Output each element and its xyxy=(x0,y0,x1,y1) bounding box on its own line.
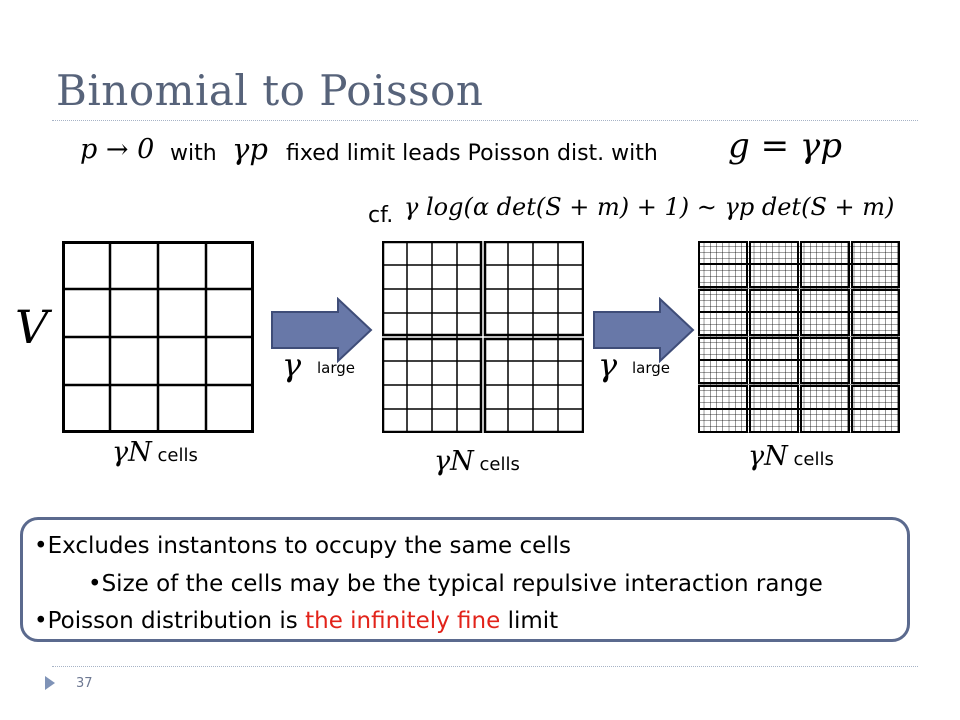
page-number: 37 xyxy=(76,676,93,691)
medium-grid xyxy=(382,241,584,433)
g-equals-math: g = γp xyxy=(728,126,842,166)
cf-label: cf. xyxy=(368,203,394,228)
bullet-text-prefix: Poisson distribution is xyxy=(47,608,306,634)
p-limit-math: p → 0 xyxy=(80,134,155,165)
bullet-item-2: •Size of the cells may be the typical re… xyxy=(88,571,823,597)
footer-divider xyxy=(52,666,918,667)
bullet-text-highlight: the infinitely fine xyxy=(305,608,501,634)
cells-word: cells xyxy=(793,449,834,470)
gamma-symbol: γ xyxy=(282,346,302,384)
cf-math: γ log(α det(S + m) + 1) ∼ γp det(S + m) xyxy=(404,193,895,221)
cells-math: γN xyxy=(748,441,788,472)
arrow-right-icon xyxy=(271,297,373,363)
coarse-grid xyxy=(62,241,254,433)
cells-label: γN cells xyxy=(434,446,520,477)
cells-math: γN xyxy=(434,446,474,477)
fine-grid xyxy=(698,241,900,433)
cells-label: γN cells xyxy=(748,441,834,472)
cells-label: γN cells xyxy=(112,437,198,468)
volume-symbol: V xyxy=(15,300,49,354)
with-word: with xyxy=(170,141,217,166)
large-label: large xyxy=(317,359,356,377)
cells-math: γN xyxy=(112,437,152,468)
cells-word: cells xyxy=(157,445,198,466)
gamma-symbol: γ xyxy=(598,346,618,384)
page-marker-icon xyxy=(45,676,55,690)
slide-title: Binomial to Poisson xyxy=(56,66,484,115)
arrow-right-icon xyxy=(593,297,695,363)
bullet-item-1: •Excludes instantons to occupy the same … xyxy=(34,533,571,559)
bullet-item-3: •Poisson distribution is the infinitely … xyxy=(34,608,559,634)
bullet-text: Excludes instantons to occupy the same c… xyxy=(47,533,571,559)
title-divider xyxy=(52,120,918,121)
bullet-text-suffix: limit xyxy=(500,608,559,634)
bullet-text: Size of the cells may be the typical rep… xyxy=(101,571,823,597)
large-label: large xyxy=(632,359,671,377)
gamma-p-math: γp xyxy=(232,132,268,166)
cells-word: cells xyxy=(479,454,520,475)
poisson-statement: fixed limit leads Poisson dist. with xyxy=(286,141,658,166)
summary-box xyxy=(20,517,910,642)
